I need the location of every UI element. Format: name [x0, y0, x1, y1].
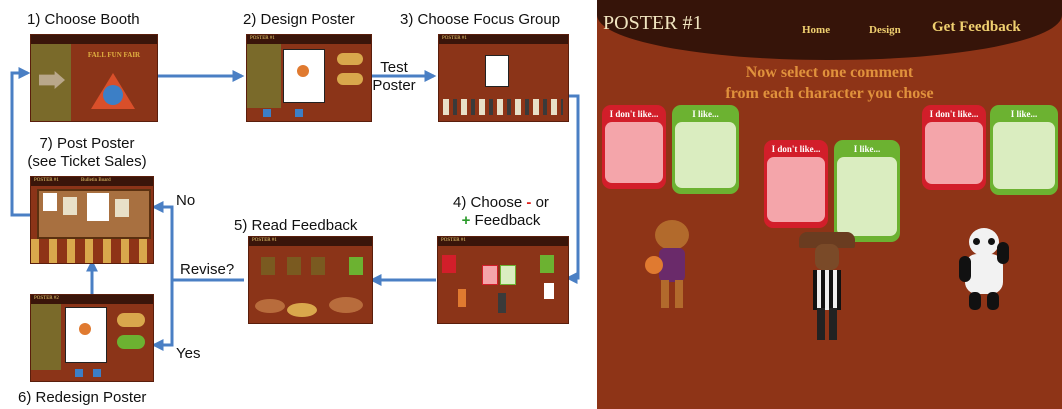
nav-design[interactable]: Design — [869, 24, 901, 36]
instruction-line-2: from each character you chose — [725, 85, 934, 102]
arrow-revise-to-post — [151, 201, 244, 282]
step-4-label: 4) Choose - or + Feedback — [453, 194, 549, 229]
screen-title: POSTER #1 — [603, 12, 703, 34]
arrow-focus-to-choose — [565, 94, 580, 284]
like-bubble-2[interactable]: I like... — [834, 140, 900, 242]
booth-sign: FALL FUN FAIR — [87, 51, 141, 59]
lion-character — [645, 220, 695, 310]
panda-character — [959, 228, 1009, 312]
instruction-line-1: Now select one comment — [745, 64, 914, 81]
dislike-bubble-3[interactable]: I don't like... — [922, 105, 986, 190]
nav-home[interactable]: Home — [802, 24, 831, 36]
revise-label: Revise? — [180, 261, 235, 278]
test-poster-label: Test Poster — [372, 59, 416, 94]
no-label: No — [176, 192, 196, 209]
dislike-bubble-2[interactable]: I don't like... — [764, 140, 828, 228]
thumb-read-feedback: POSTER #1 — [248, 236, 373, 324]
plus-sign: + — [461, 212, 471, 229]
step-1-label: 1) Choose Booth — [27, 11, 140, 28]
thumb-design-poster: POSTER #1 — [246, 34, 372, 122]
arrow-read-to-redesign — [151, 278, 244, 351]
arrow-post-to-booth — [10, 67, 31, 217]
thumb-choose-feedback: POSTER #1 — [437, 236, 569, 324]
thumb-choose-booth: FALL FUN FAIR — [30, 34, 158, 122]
booth-arrow-icon — [39, 71, 65, 89]
thumb-focus-group: POSTER #1 — [438, 34, 569, 122]
step-6-label: 6) Redesign Poster — [18, 389, 147, 406]
step-7-label: 7) Post Poster (see Ticket Sales) — [27, 135, 147, 170]
step-2-label: 2) Design Poster — [243, 11, 355, 28]
minus-sign: - — [526, 194, 532, 211]
moose-character — [797, 232, 857, 342]
thumb-redesign-poster: POSTER #2 — [30, 294, 154, 382]
like-bubble-3[interactable]: I like... — [990, 105, 1058, 195]
yes-label: Yes — [176, 345, 201, 362]
step-3-label: 3) Choose Focus Group — [400, 11, 561, 28]
nav-get-feedback[interactable]: Get Feedback — [932, 19, 1021, 35]
feedback-screen: POSTER #1 Home Design Get Feedback Now s… — [597, 0, 1062, 409]
character-lineup — [443, 99, 563, 115]
dislike-bubble-1[interactable]: I don't like... — [602, 105, 666, 189]
step-5-label: 5) Read Feedback — [234, 217, 358, 234]
like-bubble-1[interactable]: I like... — [672, 105, 739, 194]
flow-arrows — [10, 67, 580, 351]
